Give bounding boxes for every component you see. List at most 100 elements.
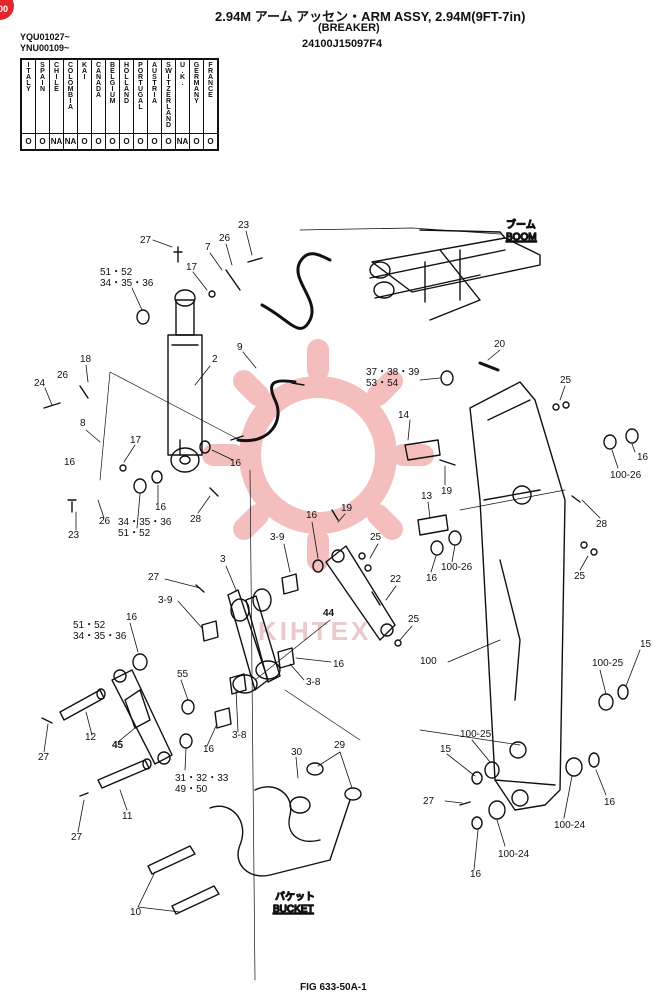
callout-16: 16 [604, 797, 616, 808]
callout-30: 30 [291, 747, 303, 758]
bucket-part [209, 786, 351, 877]
callout-27: 27 [148, 572, 160, 583]
callout-12: 12 [85, 732, 97, 743]
callout-26: 26 [99, 516, 111, 527]
callout-27: 27 [423, 796, 435, 807]
callout-34-35-36: 34・35・36 [118, 517, 172, 528]
callout-25: 25 [370, 532, 382, 543]
callout-27: 27 [140, 235, 152, 246]
link-3 [227, 588, 281, 694]
link-45 [111, 669, 173, 765]
callout-51-52: 51・52 [118, 528, 151, 539]
country-name: FRANCE [207, 62, 214, 98]
callout-3-9: 3-9 [158, 595, 173, 606]
callout-8: 8 [80, 418, 86, 429]
boom-part [369, 229, 541, 321]
callout-100-26: 100-26 [610, 470, 642, 481]
callout-53-54: 53・54 [366, 378, 399, 389]
callout-29: 29 [334, 740, 346, 751]
callout-25: 25 [408, 614, 420, 625]
bushings-washers [119, 290, 639, 830]
callout-16: 16 [64, 457, 76, 468]
figure-number: FIG 633-50A-1 [300, 982, 367, 993]
country-name: SPAIN [39, 62, 46, 92]
country-name: CANADA [95, 62, 102, 98]
callout-16: 16 [155, 502, 167, 513]
callout-16: 16 [230, 458, 242, 469]
callout-49-50: 49・50 [175, 784, 208, 795]
diagram-title: 2.94M アーム アッセン・ARM ASSY, 2.94M(9FT-7in) [215, 9, 526, 24]
country-mark: O [189, 133, 204, 151]
callout-20: 20 [494, 339, 506, 350]
callout-34-35-36: 34・35・36 [73, 631, 127, 642]
callout-10: 10 [130, 907, 142, 918]
callout-13: 13 [421, 491, 433, 502]
callout-16: 16 [203, 744, 215, 755]
callout-26: 26 [57, 370, 69, 381]
country-cell: GERMANY [189, 58, 204, 134]
callout-51-52: 51・52 [73, 620, 106, 631]
callout-15: 15 [640, 639, 652, 650]
callout-3-8: 3-8 [232, 730, 247, 741]
callout-17: 17 [130, 435, 142, 446]
country-mark: O [203, 133, 219, 151]
boom-jp-label: ブーム [506, 218, 536, 231]
pins [59, 361, 500, 915]
diagram-subtitle: (BREAKER) [318, 22, 380, 34]
callout-55: 55 [177, 669, 189, 680]
country-name: BELGIUM [109, 62, 116, 104]
callout-7: 7 [205, 242, 211, 253]
callout-23: 23 [238, 220, 250, 231]
callout-26: 26 [219, 233, 231, 244]
country-name: PORTUGAL [137, 62, 144, 110]
callout-leaders [43, 230, 641, 913]
country-name: ITALY [25, 62, 32, 92]
boom-leader [299, 227, 501, 235]
country-mark: O [161, 133, 176, 151]
callout-45: 45 [112, 740, 124, 751]
country-name: AUSTRIA [151, 62, 158, 104]
callout-37-38-39: 37・38・39 [366, 367, 420, 378]
watermark-text: KIHTEX [258, 616, 371, 646]
callout-34-35-36: 34・35・36 [100, 278, 154, 289]
arm-part-100 [469, 381, 566, 811]
callout-25: 25 [574, 571, 586, 582]
callout-16: 16 [426, 573, 438, 584]
callout-100-24: 100-24 [554, 820, 586, 831]
callout-16: 16 [470, 869, 482, 880]
breaker-cylinder [167, 289, 203, 473]
country-name: KAI [81, 62, 88, 80]
callout-100: 100 [420, 656, 437, 667]
callout-18: 18 [80, 354, 92, 365]
boom-label: BOOM [506, 232, 537, 243]
callout-31-32-33: 31・32・33 [175, 773, 229, 784]
callout-19: 19 [441, 486, 453, 497]
serial-range-2: YNU00109~ [20, 43, 70, 53]
callout-25: 25 [560, 375, 572, 386]
callout-100-24: 100-24 [498, 849, 530, 860]
country-name: COLOMBIA [67, 62, 74, 110]
link-44 [325, 545, 396, 641]
callout-16: 16 [306, 510, 318, 521]
bolts-fittings [41, 246, 581, 806]
country-cell: FRANCE [203, 58, 219, 134]
callout-16: 16 [333, 659, 345, 670]
callout-22: 22 [390, 574, 402, 585]
callout-labels: 27 23 26 7 17 51・52 34・35・36 9 2 18 24 2… [34, 220, 652, 918]
assembly-part-number: 24100J15097F4 [302, 38, 383, 50]
country-name: SWITZERLAND [165, 62, 172, 128]
country-name: U.K. [179, 62, 186, 86]
callout-100-26: 100-26 [441, 562, 473, 573]
bucket-jp-label: バケット [275, 891, 315, 903]
callout-14: 14 [398, 410, 410, 421]
callout-2: 2 [212, 354, 218, 365]
bucket-label: BUCKET [273, 904, 314, 915]
callout-100-25: 100-25 [592, 658, 624, 669]
callout-100-25: 100-25 [460, 729, 492, 740]
callout-3: 3 [220, 554, 226, 565]
callout-3-8: 3-8 [306, 677, 321, 688]
